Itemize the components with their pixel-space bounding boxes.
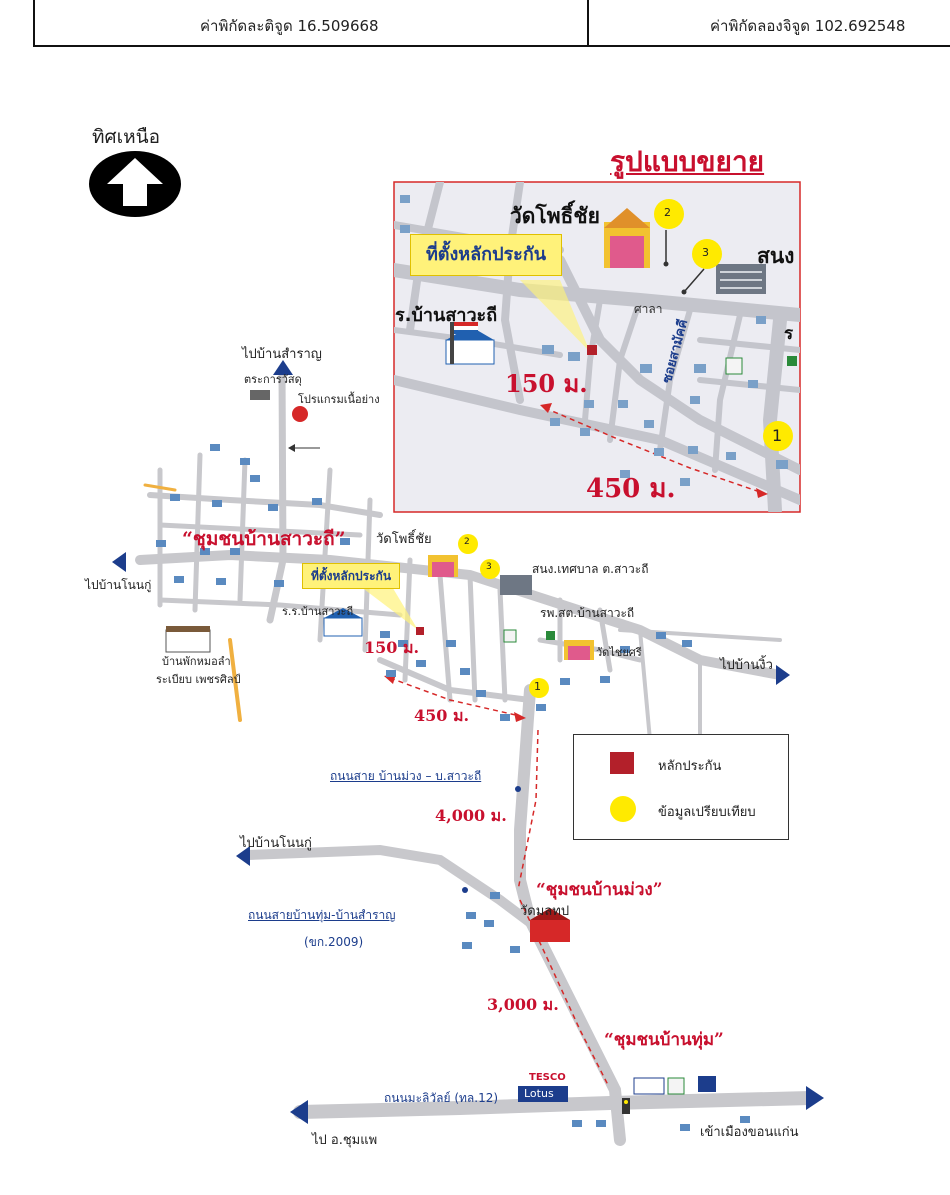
road-mali-label: ถนนมะลิวัลย์ (ทล.12) <box>384 1091 499 1105</box>
house-icons <box>156 444 750 1131</box>
community-tum-label: “ชุมชนบ้านทุ่ม” <box>604 1030 724 1050</box>
main-marker-1: 1 <box>534 680 541 693</box>
to-ban-samran-label: ไปบ้านสำราญ <box>242 347 322 362</box>
inset-title: รูปแบบขยาย <box>610 145 765 178</box>
direction-arrows <box>112 360 824 1124</box>
inset-road-letter: ร <box>784 324 794 344</box>
main-collateral-label: ที่ตั้งหลักประกัน <box>302 563 400 589</box>
main-temple-label: วัดโพธิ์ชัย <box>376 532 432 547</box>
main-distance-450: 450 ม. <box>414 706 470 725</box>
legend: หลักประกัน ข้อมูลเปรียบเทียบ <box>573 734 789 840</box>
to-chumphae-label: ไป อ.ชุมแพ <box>312 1133 378 1148</box>
wat-chaisi-label: วัดไชยศรี <box>596 646 642 659</box>
inset-temple-label: วัดโพธิ์ชัย <box>510 204 600 228</box>
to-khonkaen-label: เข้าเมืองขอนแก่น <box>700 1125 799 1140</box>
coordinate-header <box>33 0 950 47</box>
main-distance-150: 150 ม. <box>364 638 420 657</box>
red-routes <box>389 677 609 1086</box>
inset-distance-150: 150 ม. <box>505 369 588 398</box>
wat-muang-label: วัดมลทป <box>520 904 570 919</box>
inset-school-label: ร.บ้านสาวะถี <box>395 305 498 326</box>
prototype-label: โปรแกรมเนื้อย่าง <box>298 393 380 406</box>
tesco-bottom-label: Lotus <box>524 1087 554 1100</box>
longitude-label: ค่าพิกัดลองจิจูด 102.692548 <box>710 17 906 35</box>
community-muang-label: “ชุมชนบ้านม่วง” <box>536 880 663 900</box>
legend-collateral-label: หลักประกัน <box>658 759 722 774</box>
road-ban-muang-label: ถนนสาย บ้านม่วง – บ.สาวะถี <box>330 769 482 783</box>
main-school-label: ร.ร.บ้านสาวะถี <box>282 605 354 618</box>
main-marker-3: 3 <box>486 562 492 572</box>
shophouse-owner-label: ระเบียบ เพชรศิลป์ <box>156 673 241 686</box>
to-ban-ngio-label: ไปบ้านงิ้ว <box>720 658 773 673</box>
comparison-markers <box>458 534 549 893</box>
inset-collateral-label: ที่ตั้งหลักประกัน <box>410 234 562 276</box>
legend-comparison-label: ข้อมูลเปรียบเทียบ <box>658 805 756 820</box>
water-tower-label: ตระการวัสดุ <box>244 373 302 386</box>
inset-marker-2: 2 <box>664 206 671 219</box>
inset-marker-3: 3 <box>702 246 709 259</box>
header-divider <box>587 0 589 47</box>
inset-distance-450: 450 ม. <box>586 474 676 504</box>
latitude-label: ค่าพิกัดละติจูด 16.509668 <box>200 17 379 35</box>
north-arrow-icon <box>89 151 181 217</box>
community-sawathi-label: “ชุมชนบ้านสาวะถี” <box>182 528 346 550</box>
north-label: ทิศเหนือ <box>92 126 161 148</box>
inset-office-label: สนง <box>757 244 795 268</box>
legend-collateral-swatch <box>610 752 634 774</box>
road-ban-tum-label: ถนนสายบ้านทุ่ม-บ้านสำราญ <box>248 908 396 922</box>
inset-sala-label: ศาลา <box>634 302 663 316</box>
distance-3000: 3,000 ม. <box>487 995 559 1014</box>
distance-4000: 4,000 ม. <box>435 806 507 825</box>
legend-comparison-swatch <box>610 796 636 822</box>
health-center-label: รพ.สต.บ้านสาวะถี <box>540 606 635 620</box>
main-landmarks <box>165 390 716 1114</box>
main-marker-2: 2 <box>464 537 470 547</box>
shophouse-label: บ้านพักหมอลำ <box>162 655 231 668</box>
to-ban-non-ku-top-label: ไปบ้านโนนกู่ <box>85 578 152 592</box>
tesco-top-label: TESCO <box>529 1072 566 1083</box>
to-ban-non-ku-mid-label: ไปบ้านโนนกู่ <box>240 836 312 851</box>
road-ban-tum-code: (ขก.2009) <box>304 935 364 949</box>
inset-marker-1: 1 <box>772 426 783 445</box>
office-label: สนง.เทศบาล ต.สาวะถี <box>532 562 649 576</box>
